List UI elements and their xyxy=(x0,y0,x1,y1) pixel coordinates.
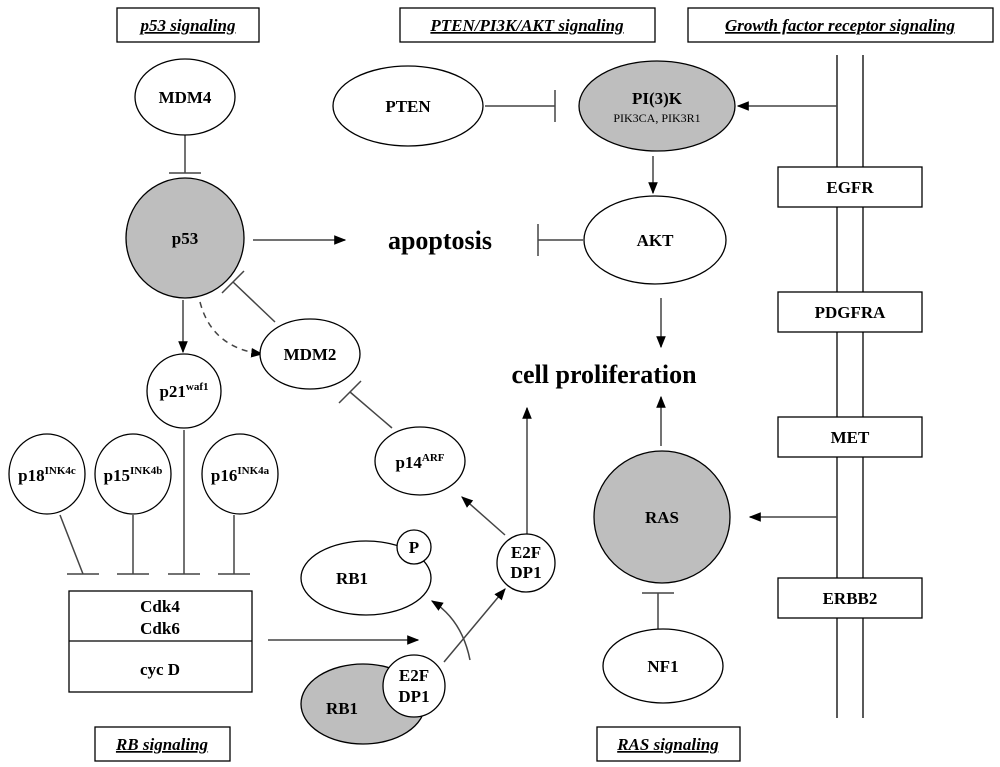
p14-inhibits-mdm2 xyxy=(338,380,393,429)
pten-node: PTEN xyxy=(332,65,484,147)
p15-node: p15INK4b xyxy=(94,433,172,515)
section-title-ras: RAS signaling xyxy=(596,726,741,762)
svg-text:E2F: E2F xyxy=(511,543,541,562)
svg-text:AKT: AKT xyxy=(637,231,675,250)
svg-text:Cdk6: Cdk6 xyxy=(140,619,180,638)
akt-node: AKT xyxy=(583,195,727,285)
section-title-rb: RB signaling xyxy=(94,726,231,762)
p18-inhibits-cdk xyxy=(59,514,99,575)
section-title-growth: Growth factor receptor signaling xyxy=(687,7,994,43)
nf1-inhibits-ras xyxy=(642,592,674,630)
svg-text:PTEN: PTEN xyxy=(385,97,431,116)
rb1-e2f-complex-node: RB1 E2F DP1 xyxy=(300,654,446,745)
svg-text:NF1: NF1 xyxy=(647,657,678,676)
svg-text:p53: p53 xyxy=(172,229,198,248)
nf1-node: NF1 xyxy=(602,628,724,704)
svg-text:Growth factor receptor signali: Growth factor receptor signaling xyxy=(725,16,955,35)
svg-text:PIK3CA, PIK3R1: PIK3CA, PIK3R1 xyxy=(613,111,700,125)
erbb2-receptor: ERBB2 xyxy=(777,577,923,619)
pdgfra-receptor: PDGFRA xyxy=(777,291,923,333)
mdm2-inhibits-p53 xyxy=(221,270,276,323)
mdm4-node: MDM4 xyxy=(134,58,236,136)
svg-text:E2F: E2F xyxy=(399,666,429,685)
svg-text:RAS signaling: RAS signaling xyxy=(616,735,719,754)
egfr-receptor: EGFR xyxy=(777,166,923,208)
p21-inhibits-cdk xyxy=(168,430,200,575)
svg-text:DP1: DP1 xyxy=(510,563,541,582)
svg-text:p15INK4b: p15INK4b xyxy=(104,465,163,485)
p53-to-mdm2-dashed-arrow xyxy=(199,301,264,358)
svg-text:RB1: RB1 xyxy=(336,569,368,588)
akt-inhibits-apoptosis xyxy=(537,224,583,256)
p16-inhibits-cdk xyxy=(218,515,250,575)
e2f-to-p14-arrow xyxy=(461,496,506,536)
svg-text:p16INK4a: p16INK4a xyxy=(211,465,270,485)
p21-node: p21waf1 xyxy=(146,353,222,429)
svg-text:p14ARF: p14ARF xyxy=(395,452,444,472)
svg-text:p18INK4c: p18INK4c xyxy=(18,465,76,485)
svg-text:MET: MET xyxy=(831,428,870,447)
rb1-phosphorylated-node: RB1 P xyxy=(300,529,432,616)
svg-text:RAS: RAS xyxy=(645,508,679,527)
p53-node: p53 xyxy=(125,177,245,299)
svg-text:PTEN/PI3K/AKT signaling: PTEN/PI3K/AKT signaling xyxy=(429,16,624,35)
mdm2-node: MDM2 xyxy=(259,318,361,390)
p15-inhibits-cdk xyxy=(117,515,149,575)
ras-node: RAS xyxy=(593,450,731,584)
svg-text:MDM4: MDM4 xyxy=(159,88,212,107)
svg-text:ERBB2: ERBB2 xyxy=(823,589,878,608)
section-title-p53: p53 signaling xyxy=(116,7,260,43)
svg-text:p21waf1: p21waf1 xyxy=(159,381,208,401)
svg-text:p53 signaling: p53 signaling xyxy=(139,16,236,35)
svg-text:RB1: RB1 xyxy=(326,699,358,718)
p14-node: p14ARF xyxy=(374,426,466,496)
svg-text:DP1: DP1 xyxy=(398,687,429,706)
p18-node: p18INK4c xyxy=(8,433,86,515)
svg-text:P: P xyxy=(409,538,419,557)
cell-proliferation-label: cell proliferation xyxy=(511,360,697,389)
svg-text:EGFR: EGFR xyxy=(826,178,874,197)
met-receptor: MET xyxy=(777,416,923,458)
complex-to-e2f-arrow xyxy=(443,588,506,663)
svg-text:Cdk4: Cdk4 xyxy=(140,597,180,616)
complex-to-rb1-phos-arrow xyxy=(430,600,471,661)
svg-text:PDGFRA: PDGFRA xyxy=(815,303,887,322)
pten-inhibits-pi3k xyxy=(485,90,556,122)
svg-text:MDM2: MDM2 xyxy=(284,345,337,364)
mdm4-inhibits-p53 xyxy=(169,135,201,174)
e2f-dp1-node: E2F DP1 xyxy=(496,533,556,593)
apoptosis-label: apoptosis xyxy=(388,226,492,255)
cdk-cycd-complex: Cdk4 Cdk6 cyc D xyxy=(68,590,253,693)
p16-node: p16INK4a xyxy=(201,433,279,515)
section-title-pten: PTEN/PI3K/AKT signaling xyxy=(399,7,656,43)
svg-text:cyc D: cyc D xyxy=(140,660,180,679)
svg-text:PI(3)K: PI(3)K xyxy=(632,89,683,108)
pi3k-node: PI(3)K PIK3CA, PIK3R1 xyxy=(578,60,736,152)
svg-text:RB signaling: RB signaling xyxy=(115,735,209,754)
